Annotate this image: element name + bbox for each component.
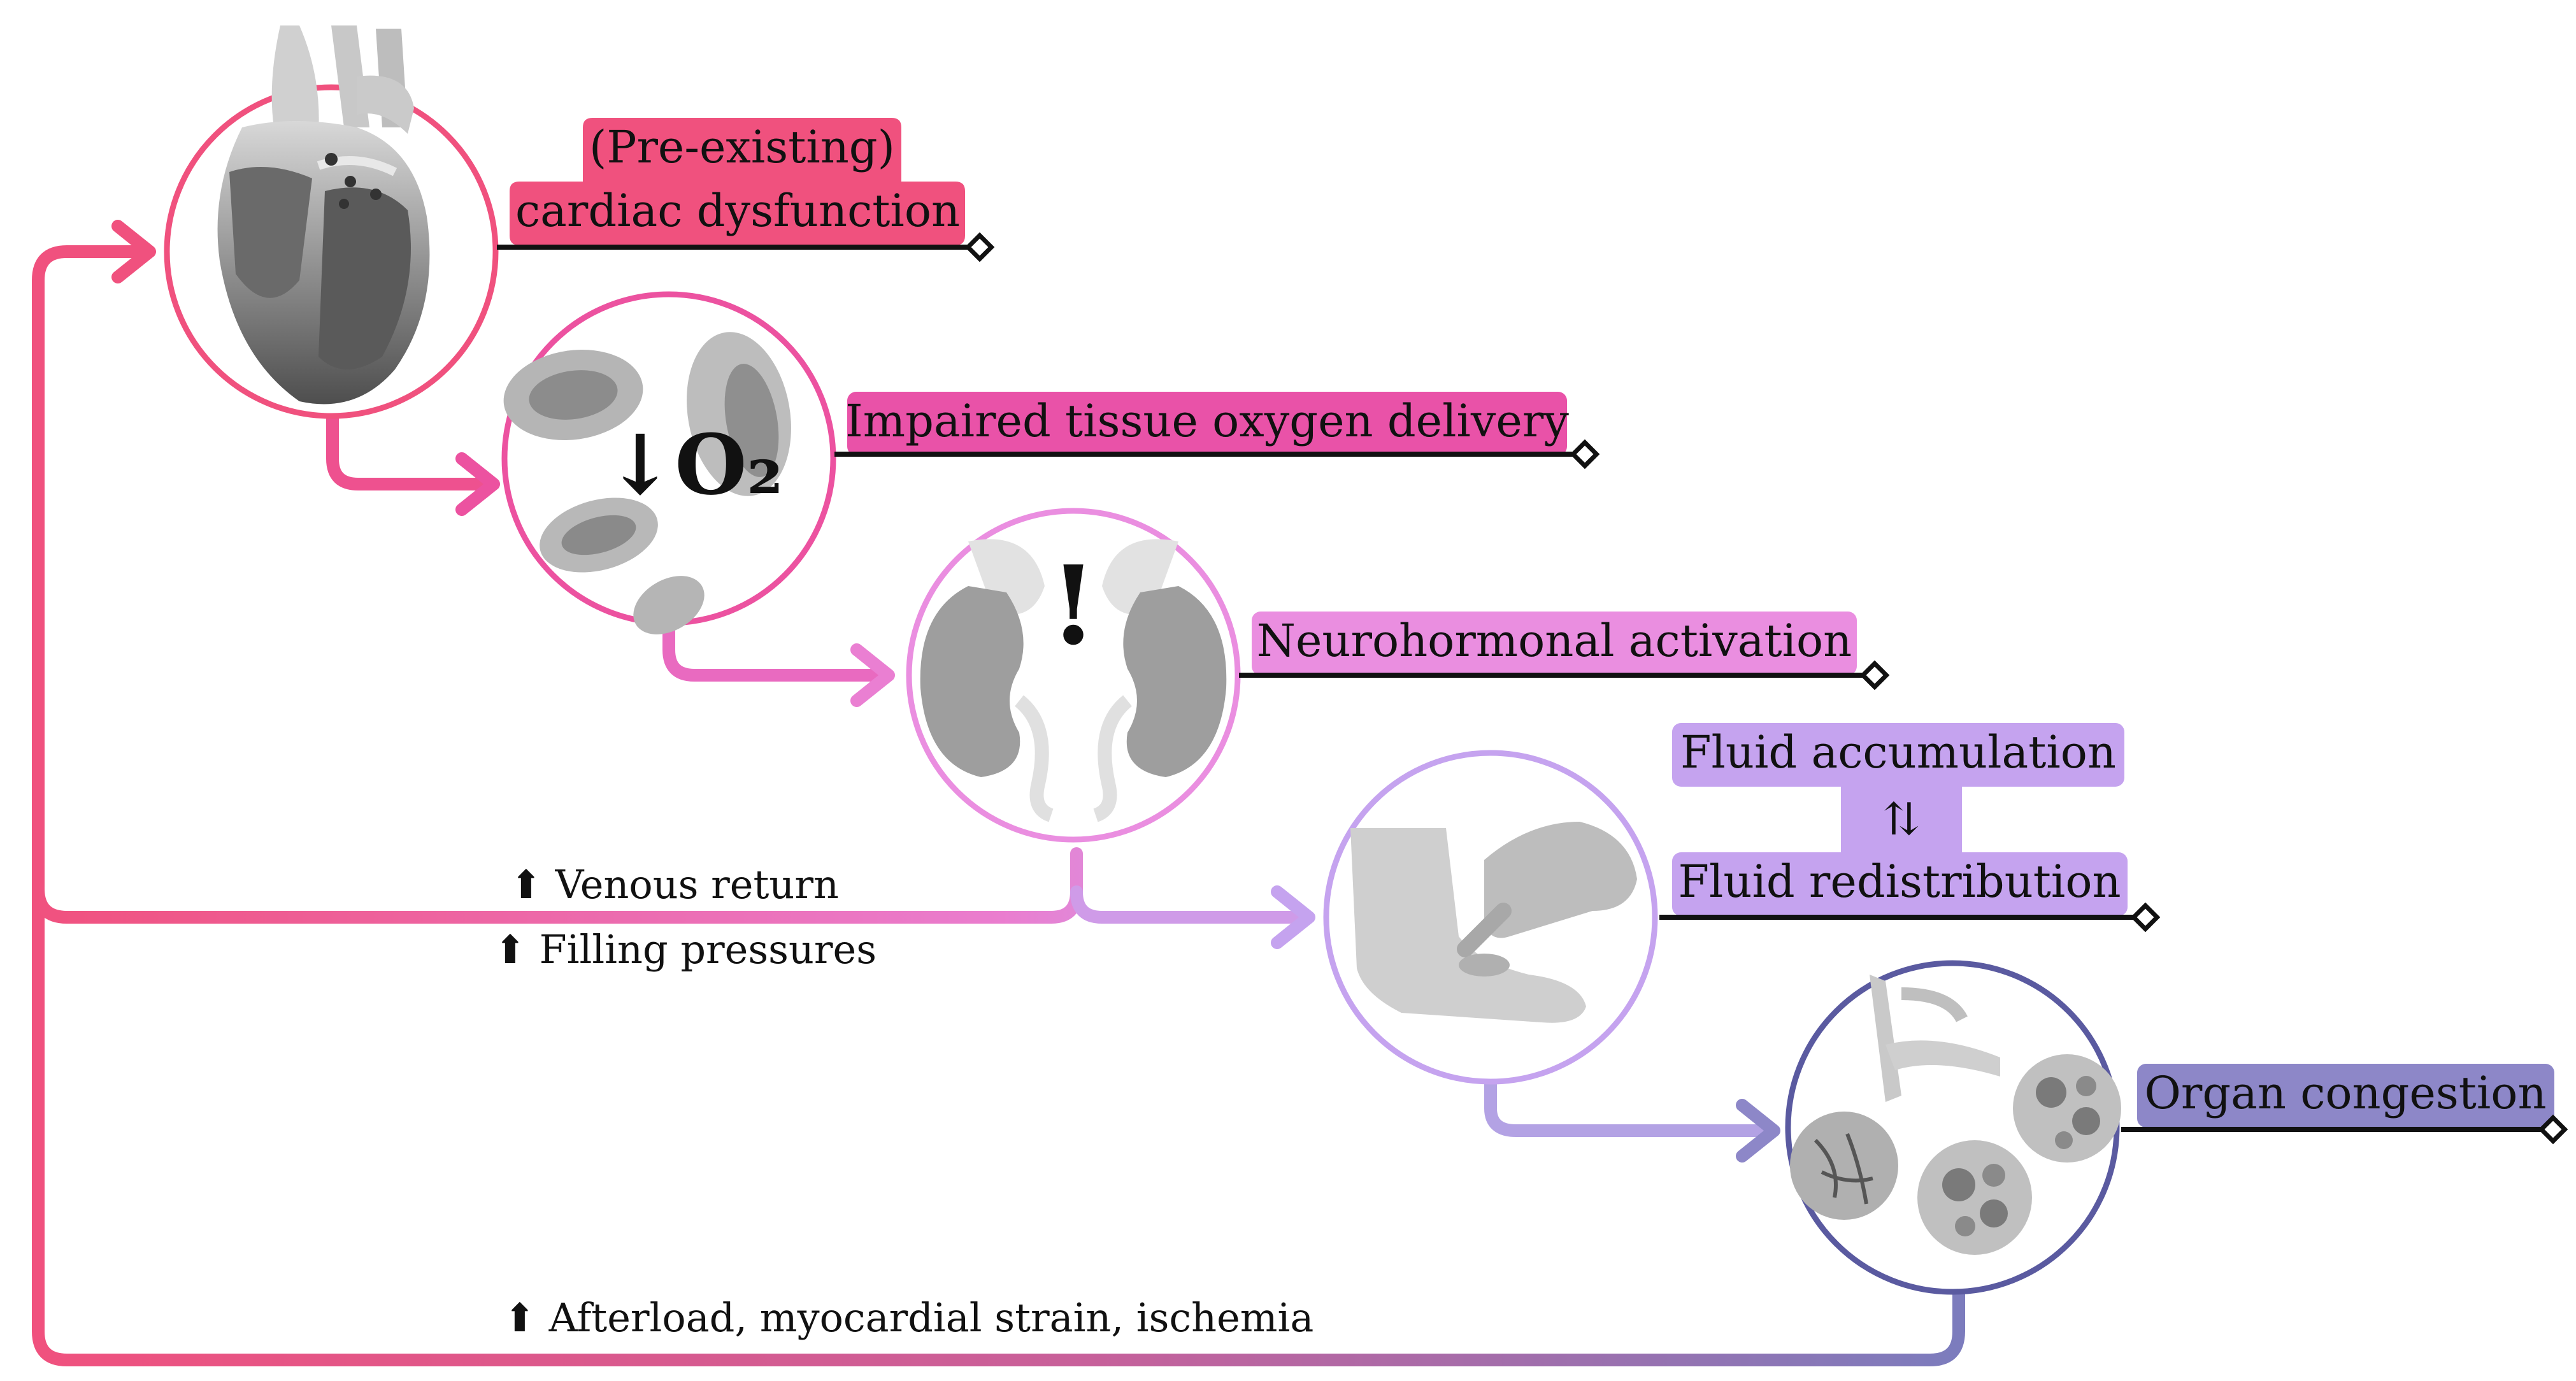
loop-arrowhead (111, 220, 156, 283)
filling-pressures-label: Filling pressures (540, 926, 877, 973)
fluid-accumulation-box (1672, 723, 2124, 787)
lungs-alveoli-icon (1790, 975, 2121, 1255)
fluid-connector-box (1841, 784, 1962, 854)
stage-neurohormonal: ! Neurohormonal activation (906, 508, 1890, 843)
red-blood-cells-icon (503, 332, 791, 634)
stage-fluid: Fluid accumulation ⇅ Fluid redistributio… (1323, 723, 2161, 1085)
kidneys-icon (920, 539, 1227, 822)
edema-arrowhead (1271, 885, 1315, 949)
fluid-accumulation-label: Fluid accumulation (1680, 726, 2116, 778)
neuro-label: Neurohormonal activation (1257, 615, 1852, 667)
oxygen-label-box (847, 392, 1567, 455)
edema-foot-icon (1350, 822, 1637, 1023)
neuro-label-box (1252, 612, 1857, 675)
afterload-note: ⬆ Afterload, myocardial strain, ischemia (503, 1294, 1313, 1341)
heart-to-oxygen-arrowhead (455, 452, 500, 516)
edema-to-lungs-arrow (1484, 1077, 1777, 1137)
cardiac-label-line-1: (Pre-existing) (589, 121, 895, 173)
feedback-notes: ⬆ Venous return ⬆ Filling pressures ⬆ Af… (494, 861, 1313, 1341)
fluid-leader-diamond (2130, 902, 2161, 933)
cardiac-leader-diamond (964, 232, 995, 262)
up-arrow-icon: ⬆ (503, 1294, 536, 1341)
filling-pressures-note: ⬆ Filling pressures (494, 926, 877, 973)
oxygen-leader-diamond (1570, 439, 1600, 469)
afterload-feedback-loop (32, 803, 1965, 1366)
loop-to-heart-arrow (32, 245, 153, 834)
cardiac-label-line-2: cardiac dysfunction (515, 185, 960, 237)
congestion-leader-diamond (2538, 1114, 2568, 1145)
stage-cardiac-dysfunction: (Pre-existing) cardiac dysfunction (164, 25, 995, 419)
fluid-redistribution-box (1672, 852, 2128, 916)
edema-branch-arrow (1070, 885, 1312, 924)
up-arrow-icon: ⬆ (494, 926, 527, 973)
alert-exclamation-icon: ! (1050, 542, 1098, 669)
oxygen-label: Impaired tissue oxygen delivery (845, 395, 1569, 447)
edema-to-lungs-arrowhead (1736, 1099, 1780, 1163)
venous-return-note: ⬆ Venous return (510, 861, 839, 908)
oxygen-to-kidneys-arrowhead (850, 643, 895, 707)
neuro-leader-diamond (1859, 660, 1890, 690)
congestion-label-box (2137, 1064, 2554, 1127)
stage-impaired-oxygen: ↓O₂ Impaired tissue oxygen delivery (501, 291, 1600, 634)
cardiac-label-box (510, 118, 965, 245)
afterload-label: Afterload, myocardial strain, ischemia (548, 1294, 1314, 1341)
oxygen-to-kidneys-arrow (662, 624, 892, 682)
venous-return-label: Venous return (555, 861, 839, 908)
bidirectional-arrow-icon: ⇅ (1883, 793, 1921, 845)
congestion-label: Organ congestion (2144, 1067, 2546, 1119)
up-arrow-icon: ⬆ (510, 861, 543, 908)
fluid-redistribution-label: Fluid redistribution (1678, 855, 2121, 908)
heart-to-oxygen-arrow (326, 408, 497, 490)
heart-icon (217, 25, 430, 404)
stage-organ-congestion: Organ congestion (1785, 960, 2568, 1295)
oxygen-decrease-icon: ↓O₂ (605, 416, 783, 513)
flow-connectors (32, 220, 1965, 1366)
